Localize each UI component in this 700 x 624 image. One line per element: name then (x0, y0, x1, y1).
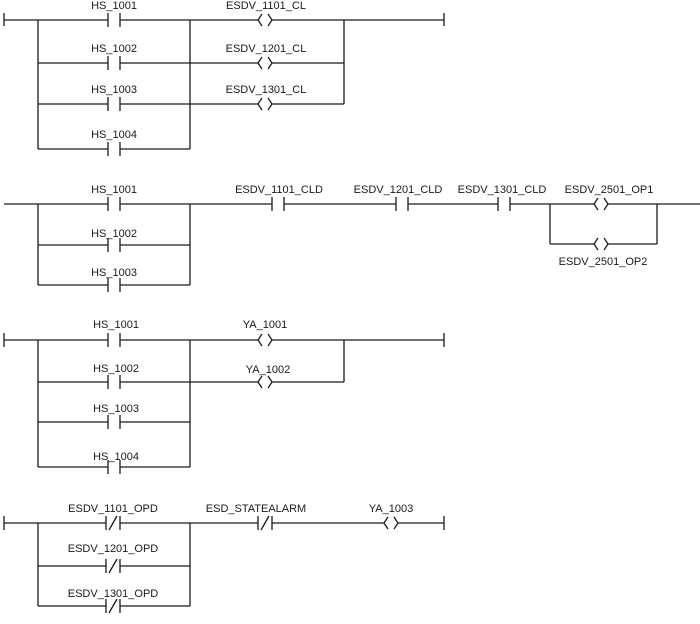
contact-nc (257, 515, 273, 531)
contact-label: HS_1003 (91, 84, 137, 96)
contact-no (107, 142, 121, 156)
coil-label: YA_1001 (243, 319, 287, 331)
contact-label: HS_1004 (93, 451, 139, 463)
coil (257, 375, 273, 389)
coil-label: YA_1003 (369, 503, 413, 515)
coil-label: ESDV_1101_CL (226, 0, 306, 12)
contact-label: ESDV_1201_OPD (68, 543, 159, 555)
contact-label: ESDV_1101_CLD (235, 184, 323, 196)
contact-label: HS_1003 (93, 403, 139, 415)
contact-label: ESDV_1301_CLD (458, 184, 547, 196)
contact-no (107, 13, 121, 27)
rung-2: HS_1001 HS_1002 HS_1003 ESDV_1101_CLD ES… (4, 184, 700, 292)
contact-no (107, 97, 121, 111)
contact-no (107, 375, 121, 389)
contact-label: HS_1002 (93, 363, 139, 375)
contact-label: ESDV_1201_CLD (354, 184, 443, 196)
coil (593, 237, 609, 251)
contact-label: HS_1001 (91, 184, 137, 196)
coil (593, 197, 609, 211)
rung-4: ESDV_1101_OPD ESDV_1201_OPD ESDV_1301_OP… (3, 503, 445, 614)
contact-label: HS_1002 (91, 228, 137, 240)
contact-label: ESD_STATEALARM (206, 503, 306, 515)
contact-no (107, 415, 121, 429)
contact-no (107, 460, 121, 474)
contact-nc (105, 558, 121, 574)
contact-no (107, 56, 121, 70)
coil-label: ESDV_1301_CL (226, 84, 307, 96)
contact-no (497, 197, 511, 211)
coil (257, 333, 273, 347)
rung-3: HS_1001 HS_1002 HS_1003 HS_1004 YA_1001 … (3, 319, 445, 474)
contact-no (107, 333, 121, 347)
contact-label: HS_1002 (91, 43, 137, 55)
contact-label: HS_1001 (93, 319, 139, 331)
coil (257, 56, 273, 70)
contact-label: HS_1003 (91, 267, 137, 279)
contact-no (107, 278, 121, 292)
coil (383, 516, 399, 530)
contact-no (395, 197, 409, 211)
contact-no (107, 238, 121, 252)
contact-label: ESDV_1101_OPD (68, 503, 158, 515)
contact-no (107, 197, 121, 211)
contact-nc (105, 515, 121, 531)
coil-label: ESDV_2501_OP1 (565, 184, 654, 196)
rung-1: HS_1001 HS_1002 HS_1003 HS_1004 ESDV_110… (3, 0, 445, 156)
coil (257, 13, 273, 27)
coil (257, 97, 273, 111)
coil-label: ESDV_1201_CL (226, 43, 307, 55)
contact-label: HS_1001 (91, 0, 137, 12)
coil-label: YA_1002 (246, 364, 290, 376)
contact-label: ESDV_1301_OPD (68, 588, 159, 600)
contact-label: HS_1004 (91, 129, 137, 141)
coil-label: ESDV_2501_OP2 (559, 256, 648, 268)
contact-nc (105, 598, 121, 614)
contact-no (271, 197, 285, 211)
